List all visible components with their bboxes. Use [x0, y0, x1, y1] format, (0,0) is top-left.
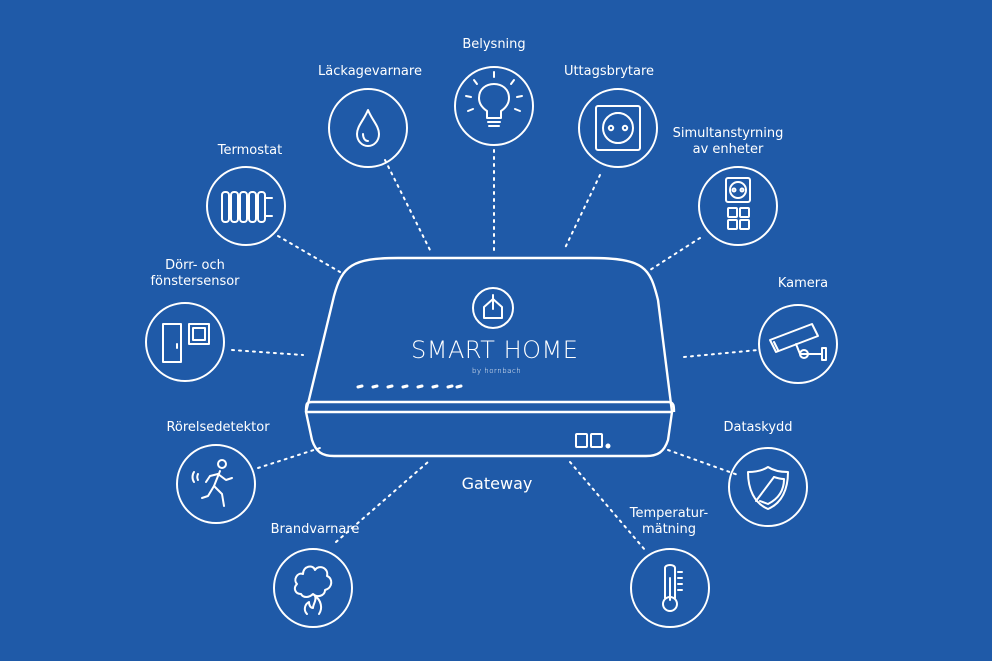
- water-drop-icon: [356, 109, 380, 147]
- node-uttagsbrytare: [578, 88, 658, 168]
- node-dataskydd: [728, 447, 808, 527]
- node-termostat: [206, 166, 286, 246]
- connector-simultanstyrning: [649, 237, 701, 271]
- power-outlet-icon: [595, 105, 641, 151]
- label-termostat: Termostat: [217, 143, 283, 158]
- label-dataskydd: Dataskydd: [723, 420, 793, 435]
- thermometer-icon: [662, 564, 683, 612]
- smoke-fire-icon: [293, 565, 333, 615]
- connector-lackagevarnare: [384, 159, 431, 251]
- node-simultanstyrning: [698, 166, 778, 246]
- door-window-icon: [162, 323, 210, 363]
- brand-subtitle: by hornbach: [472, 367, 522, 375]
- connector-temperaturmatning: [569, 461, 646, 551]
- label-kamera: Kamera: [777, 276, 829, 291]
- display-digits: [575, 433, 611, 449]
- shield-icon: [747, 466, 789, 510]
- light-bulb-icon: [465, 71, 523, 127]
- node-belysning: [454, 66, 534, 146]
- label-lackagevarnare: Läckagevarnare: [318, 64, 422, 79]
- node-brandvarnare: [273, 548, 353, 628]
- brand-name: SMART HOME: [411, 336, 579, 364]
- connector-dorr-fonster: [231, 349, 304, 356]
- gateway-label: Gateway: [461, 474, 533, 493]
- connector-brandvarnare: [335, 461, 429, 543]
- label-uttagsbrytare: Uttagsbrytare: [563, 64, 655, 79]
- connector-termostat: [277, 235, 341, 273]
- label-brandvarnare: Brandvarnare: [270, 522, 360, 537]
- label-rorelsedetektor: Rörelsedetektor: [166, 420, 270, 435]
- radiator-icon: [221, 191, 273, 223]
- node-dorr-fonster: [145, 302, 225, 382]
- status-leds: [356, 384, 463, 389]
- label-dorr-fonster: Dörr- och fönstersensor: [150, 258, 240, 289]
- motion-person-icon: [191, 459, 233, 507]
- label-temperaturmatning: Temperatur- mätning: [629, 506, 709, 537]
- connector-uttagsbrytare: [564, 174, 601, 249]
- label-belysning: Belysning: [462, 37, 526, 52]
- outlet-switch-icon: [725, 177, 751, 230]
- home-power-icon: [472, 287, 514, 329]
- connector-dataskydd: [667, 449, 739, 476]
- node-kamera: [758, 304, 838, 384]
- label-simultanstyrning: Simultanstyrning av enheter: [672, 126, 784, 157]
- security-camera-icon: [769, 323, 827, 361]
- connector-kamera: [683, 349, 759, 358]
- node-temperaturmatning: [630, 548, 710, 628]
- node-rorelsedetektor: [176, 444, 256, 524]
- node-lackagevarnare: [328, 88, 408, 168]
